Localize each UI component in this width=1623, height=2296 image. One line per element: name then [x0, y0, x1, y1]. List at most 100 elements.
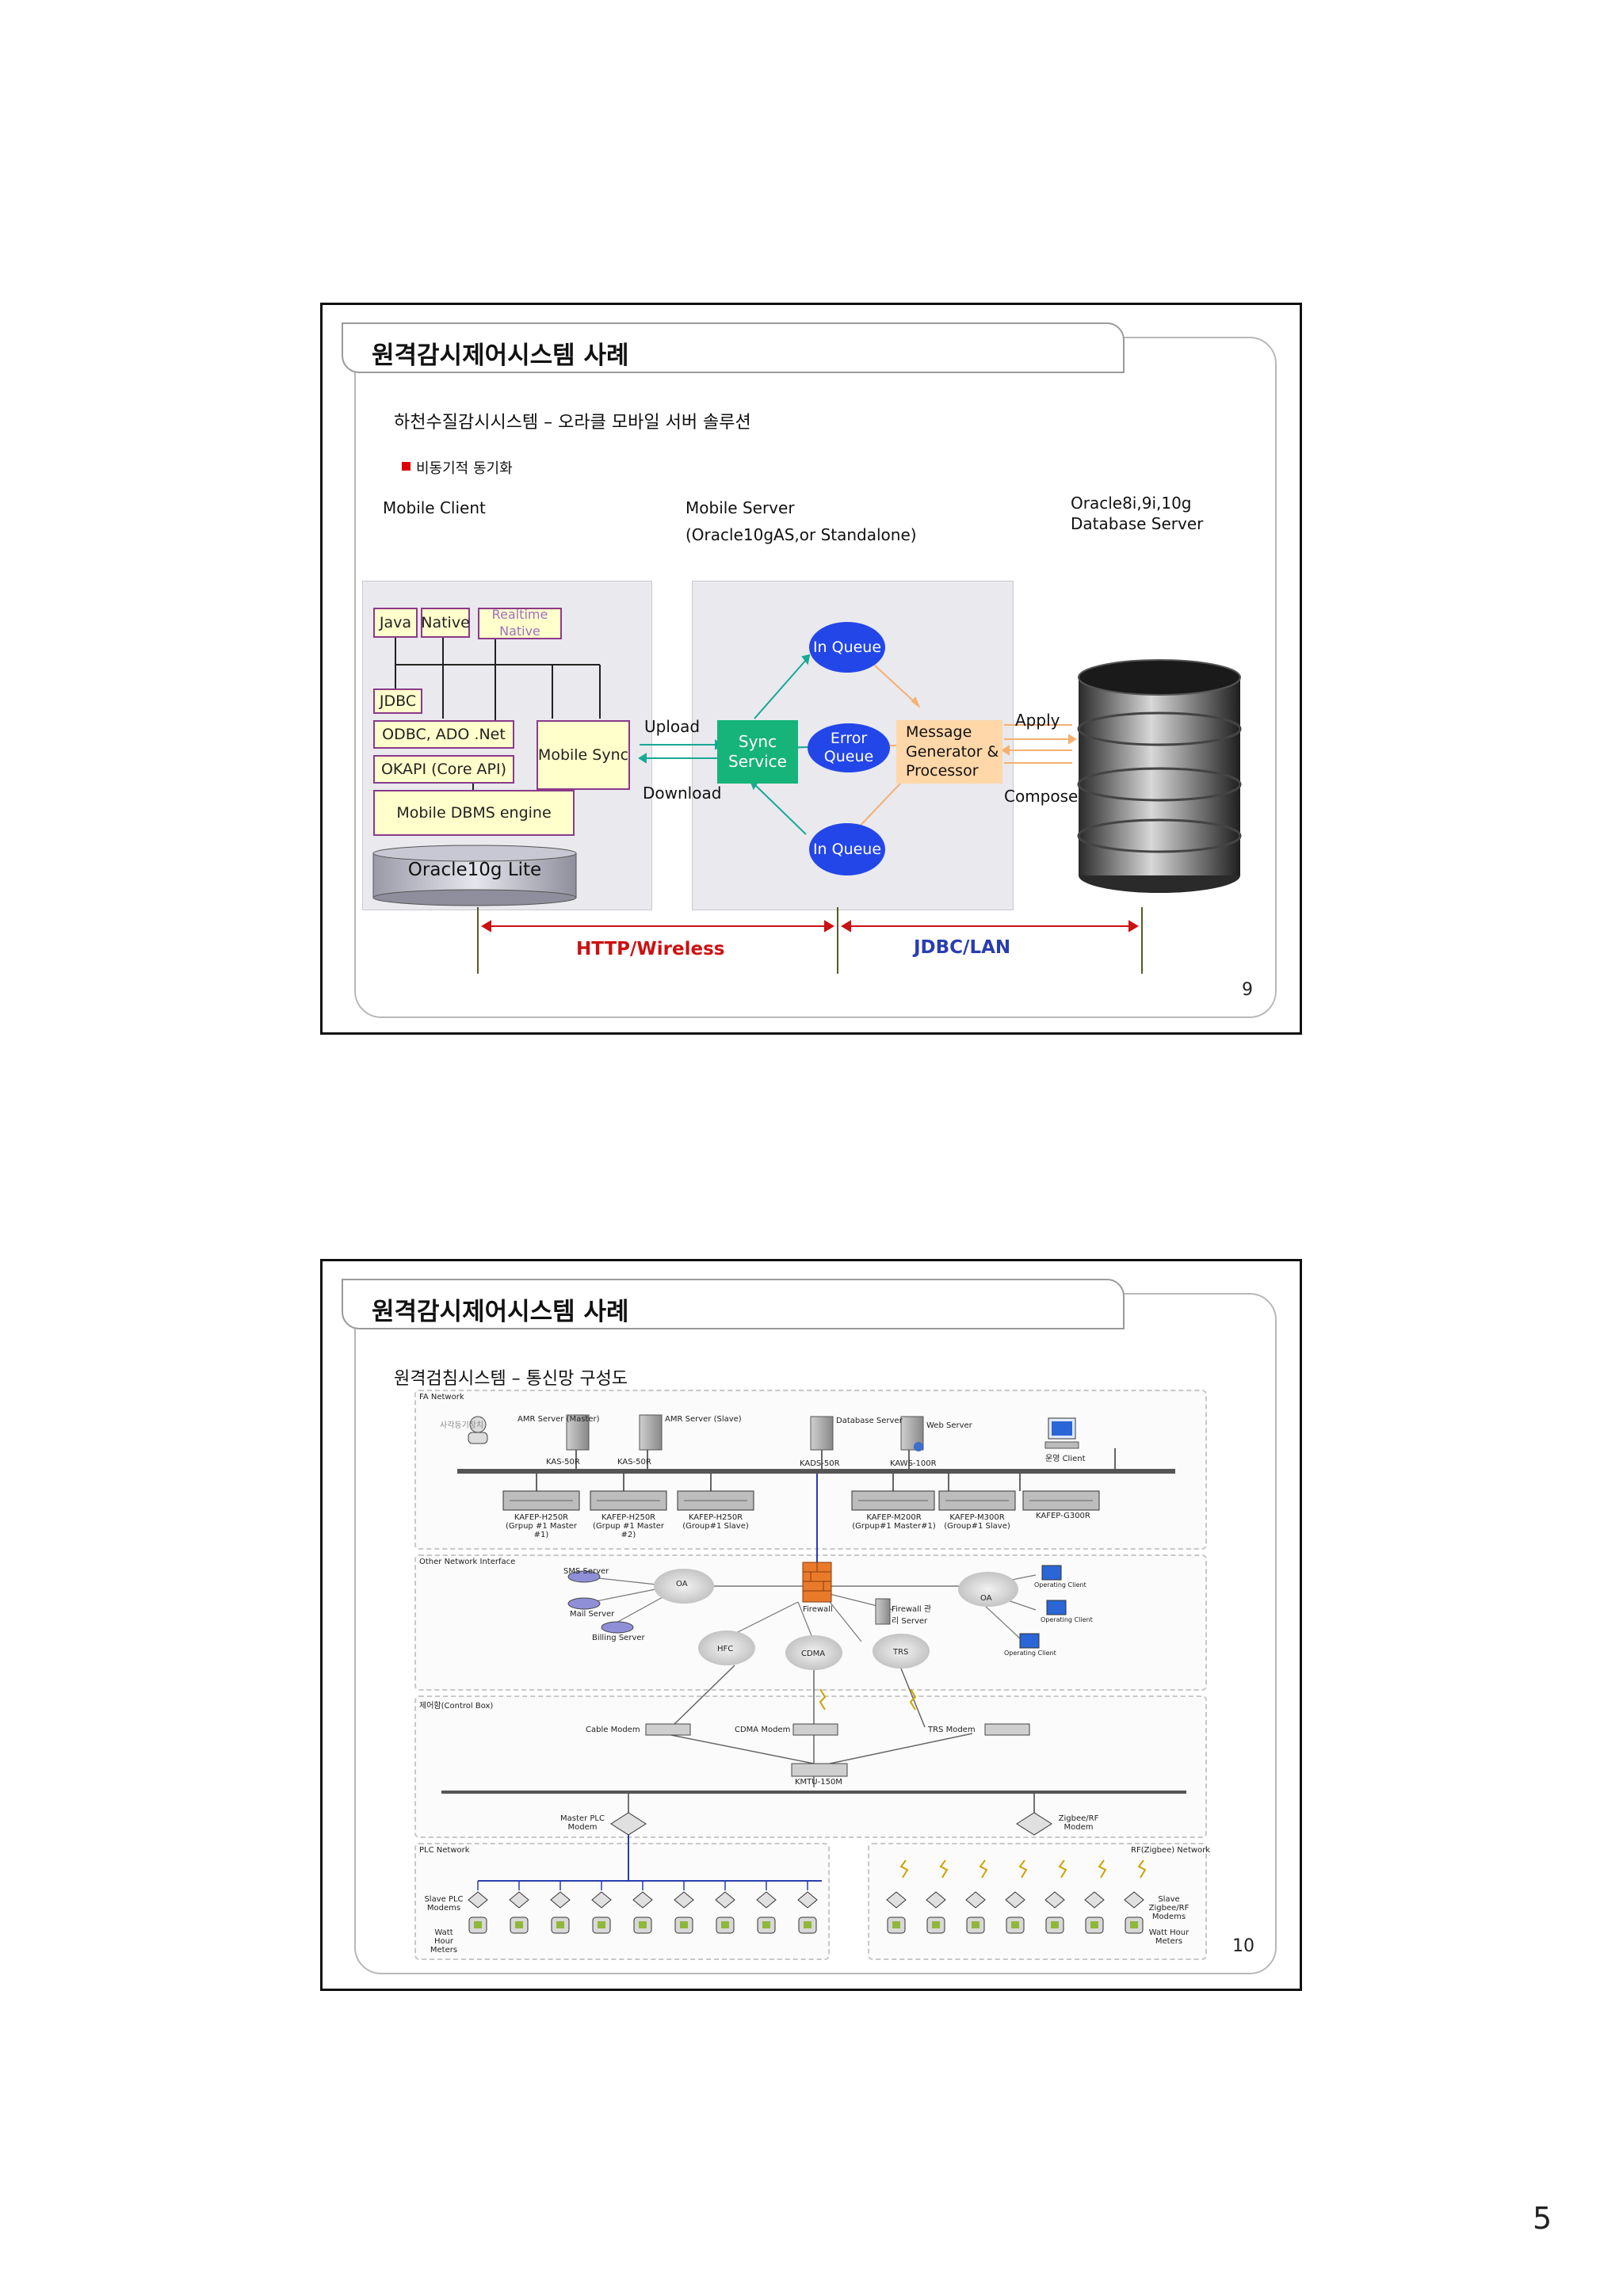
watt-meter-display-icon [680, 1921, 688, 1928]
slide-title: 원격감시제어시스템 사례 [372, 341, 629, 370]
rf-network-label: RF(Zigbee) Network [1131, 1846, 1211, 1855]
operating-client-icon-2 [1046, 1600, 1067, 1615]
okapi-box: OKAPI (Core API) [373, 755, 514, 784]
slave-zigbee-modem-icon [1124, 1891, 1144, 1909]
slave-plc-modem-icon [674, 1891, 694, 1909]
rf-signal-icon [899, 1859, 909, 1878]
sms-server-icon [567, 1570, 601, 1583]
rf-network-box [868, 1843, 1207, 1960]
operating-client-label-3: Operating Client [1004, 1650, 1056, 1657]
client-label: 운영 Client [1045, 1455, 1086, 1463]
watt-meter-display-icon [639, 1921, 647, 1928]
operating-client-icon-3 [1019, 1633, 1040, 1649]
billing-server-label: Billing Server [592, 1634, 645, 1642]
rf-signal-icon [979, 1859, 988, 1878]
slide-10: 원격감시제어시스템 사례 원격검침시스템 – 통신망 구성도 FA Networ… [320, 1259, 1302, 1991]
cable-modem-label: Cable Modem [586, 1726, 640, 1734]
in-queue-top: In Queue [809, 622, 885, 673]
oa-label-2: OA [980, 1594, 992, 1603]
kads-label: KADS-50R [800, 1459, 840, 1468]
client-wiring [372, 638, 1242, 974]
mobile-client-label: Mobile Client [383, 498, 486, 517]
slave-plc-modem-icon [550, 1891, 571, 1909]
error-queue-line1: Error [830, 730, 868, 748]
trs-modem-label: TRS Modem [928, 1726, 976, 1734]
mobile-server-label: Mobile Server [685, 498, 795, 517]
slave-zigbee-modem-icon [1044, 1891, 1065, 1909]
upload-label: Upload [644, 717, 701, 736]
slave-zigbee-modem-icon [926, 1891, 946, 1909]
rf-signal-icon [1058, 1859, 1067, 1878]
slave-plc-modem-icon [468, 1891, 488, 1909]
jdbc-lan-label: JDBC/LAN [914, 937, 1011, 958]
hfc-label: HFC [717, 1645, 734, 1653]
slave-plc-modem-icon [797, 1891, 818, 1909]
oa-cloud-icon-1 [654, 1569, 714, 1604]
h250-2-label: KAFEP-H250R (Grpup #1 Master #2) [592, 1513, 665, 1539]
trs-modem-icon [984, 1723, 1030, 1736]
cdma-modem-label: CDMA Modem [735, 1726, 791, 1734]
cable-modem-icon [645, 1723, 691, 1736]
client-pc-icon [1044, 1417, 1079, 1449]
bullet-text: 비동기적 동기화 [416, 460, 513, 477]
cdma-label: CDMA [801, 1650, 826, 1658]
watt-meter-display-icon [598, 1921, 605, 1928]
rack-unit-icons [502, 1490, 1100, 1511]
apply-label: Apply [1015, 711, 1060, 730]
billing-server-icon [601, 1621, 634, 1634]
firewall-icon [802, 1562, 832, 1603]
slide-page-number: 10 [1232, 1936, 1254, 1956]
m300-label: KAFEP-M300R (Group#1 Slave) [944, 1513, 1010, 1531]
watt-meter-label-2: Watt Hour Meters [1148, 1928, 1190, 1946]
web-server-icon [900, 1416, 924, 1451]
kaws-label: KAWS-100R [890, 1459, 937, 1468]
slave-zigbee-modem-icon [965, 1891, 986, 1909]
sms-server-label: SMS Server [563, 1567, 609, 1576]
m200-label: KAFEP-M200R (Grpup#1 Master#1) [852, 1513, 936, 1531]
message-gen-line2: Generator & [906, 742, 999, 761]
watt-meter-display-icon [515, 1921, 523, 1928]
rf-signal-icon [1137, 1859, 1147, 1878]
db-server-label-1: Oracle8i,9i,10g [1071, 494, 1192, 513]
oa-cloud-icon-2 [958, 1572, 1018, 1607]
master-plc-modem-icon [610, 1812, 647, 1836]
watt-meter-display-icon [804, 1921, 812, 1928]
watt-meter-display-icon [1130, 1921, 1138, 1928]
watt-meter-display-icon [721, 1921, 729, 1928]
sync-service-line2: Service [728, 752, 787, 771]
rf-signal-icon [1098, 1859, 1107, 1878]
database-cylinder-icon [1077, 659, 1242, 893]
realtime-native-box: Realtime Native [478, 607, 562, 639]
network-diagram [441, 1414, 1186, 1934]
slave-plc-modem-icon [756, 1891, 777, 1909]
web-server-label: Web Server [926, 1421, 972, 1430]
slide-page-number: 9 [1242, 980, 1253, 1000]
java-box: Java [373, 608, 418, 638]
download-label: Download [643, 784, 722, 803]
amr-master-server-icon [566, 1414, 590, 1451]
operator-label: 사각등기장치 [440, 1421, 484, 1430]
firewall-manager-icon [875, 1598, 891, 1625]
slave-plc-label: Slave PLC Modems [424, 1895, 464, 1913]
message-gen-line1: Message [906, 723, 972, 741]
kas-2-label: KAS-50R [617, 1458, 651, 1466]
watt-meter-display-icon [1051, 1921, 1059, 1928]
slave-zigbee-label: Slave Zigbee/RF Modems [1148, 1895, 1190, 1921]
trs-label: TRS [893, 1648, 909, 1657]
db-server-label: Database Server [836, 1417, 903, 1425]
master-plc-label: Master PLC Modem [560, 1814, 605, 1832]
hfc-cloud-icon [698, 1630, 755, 1665]
watt-meter-label: Watt Hour Meters [430, 1928, 458, 1955]
message-gen-line3: Processor [906, 762, 979, 780]
title-bar: 원격감시제어시스템 사례 [342, 1279, 1125, 1329]
plc-network-label: PLC Network [419, 1846, 470, 1855]
h250-3-label: KAFEP-H250R (Group#1 Slave) [682, 1513, 749, 1531]
kmtu-label: KMTU-150M [795, 1778, 842, 1787]
slave-zigbee-modem-icon [1084, 1891, 1105, 1909]
watt-meter-display-icon [1090, 1921, 1098, 1928]
mobile-sync-box: Mobile Sync [537, 720, 630, 790]
watt-meter-display-icon [762, 1921, 770, 1928]
slave-plc-modem-icon [632, 1891, 653, 1909]
kmtu-icon [791, 1763, 848, 1777]
